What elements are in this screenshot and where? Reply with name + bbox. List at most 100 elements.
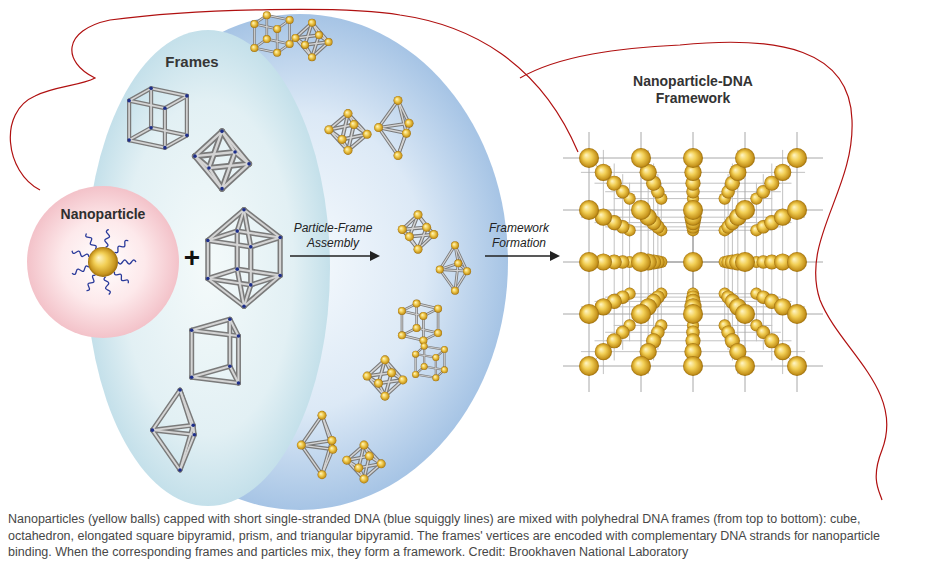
frame-rod-highlight (208, 210, 244, 241)
gold-nanoparticle (774, 343, 791, 360)
gold-nanoparticle (250, 44, 258, 52)
binding-strand (220, 187, 224, 191)
binding-strand (249, 245, 253, 249)
frame-rod-highlight (151, 88, 187, 96)
gold-nanoparticle (381, 355, 390, 364)
frame-rod (165, 96, 187, 108)
label-holder: Particle-Frame Assembly (287, 221, 379, 251)
frame-rod (180, 425, 193, 470)
frame-rod-highlight (237, 269, 244, 306)
arrow-head (550, 251, 560, 261)
frame-rod-highlight (301, 445, 332, 449)
bipyramid-frame (151, 388, 197, 472)
gold-nanoparticle (451, 241, 459, 249)
frame-rod (244, 276, 280, 307)
frame-rod-highlight (164, 108, 166, 147)
gold-nanoparticle (579, 304, 599, 324)
frame-rod-highlight (235, 152, 249, 164)
frame-rod (149, 88, 153, 127)
cluster-frame (250, 11, 293, 57)
gold-nanoparticle (286, 40, 294, 48)
frame-rod-highlight (180, 390, 193, 425)
binding-strand (220, 130, 224, 134)
nanoparticle-illustration (72, 230, 136, 295)
gold-nanoparticle (429, 230, 438, 239)
frame-rod-highlight (192, 377, 239, 383)
frame-rod-highlight (440, 270, 467, 272)
gold-nanoparticle (774, 164, 791, 181)
frame-rod-highlight (165, 96, 187, 108)
gold-nanoparticle (308, 53, 316, 61)
frame-rod (163, 108, 167, 147)
dna-strand (104, 277, 110, 295)
gold-nanoparticle (451, 287, 459, 295)
frame-rod (251, 237, 280, 246)
gold-nanoparticle (308, 19, 316, 27)
frame-rod (379, 100, 398, 127)
frame-rod (152, 430, 180, 470)
gold-nanoparticle (263, 11, 271, 19)
frame-rod-highlight (237, 210, 244, 231)
frame-rod-highlight (455, 263, 458, 290)
frame-rod-highlight (129, 140, 165, 148)
gold-nanoparticle (291, 34, 299, 42)
gold-nanoparticle (88, 247, 118, 277)
gold-nanoparticle (419, 312, 427, 320)
binding-strand (242, 208, 246, 212)
frame-rod-highlight (152, 430, 180, 470)
label-holder: Framework Formation (479, 221, 559, 251)
frame-rod (152, 430, 194, 435)
gold-nanoparticle (432, 354, 439, 361)
node-heading: Nanoparticle-DNA Framework (618, 73, 768, 107)
lattice-illustration (563, 132, 823, 392)
gold-nanoparticle (297, 441, 306, 450)
prism-frame (190, 317, 240, 384)
frame-rod (208, 240, 251, 246)
frame-rod-highlight (440, 245, 455, 269)
frame-rod (237, 269, 280, 275)
frame-rod-highlight (244, 276, 280, 307)
nanoparticle-circle: Nanoparticle (27, 186, 179, 338)
binding-strand (247, 162, 251, 166)
gold-nanoparticle (398, 331, 406, 339)
frame-rod (152, 390, 180, 430)
frame-rod (189, 330, 194, 377)
binding-strand (242, 304, 246, 308)
gold-nanoparticle (360, 441, 369, 450)
frame-rod (192, 366, 230, 377)
gold-nanoparticle (787, 304, 807, 324)
frame-rod-highlight (398, 123, 409, 155)
gold-nanoparticle (349, 120, 358, 129)
cluster-frame (291, 19, 332, 61)
frame-rod-highlight (208, 269, 237, 278)
node-label: Nanoparticle (61, 206, 146, 223)
binding-strand (237, 381, 241, 385)
gold-nanoparticle (273, 25, 281, 33)
binding-strand (193, 433, 197, 437)
frame-rod-highlight (379, 123, 410, 127)
gold-nanoparticle (787, 148, 807, 168)
frame-rod-highlight (192, 319, 230, 330)
gold-nanoparticle (394, 96, 403, 105)
dna-strand (72, 251, 89, 257)
binding-strand (228, 364, 232, 368)
dna-strand (105, 230, 110, 248)
gold-nanoparticle (787, 252, 807, 272)
binding-strand (190, 375, 194, 379)
gold-nanoparticle (414, 245, 423, 254)
gold-nanoparticle (631, 356, 651, 376)
gold-nanoparticle (421, 363, 428, 370)
process-arrow (290, 255, 371, 257)
binding-strand (185, 134, 189, 138)
gold-nanoparticle (394, 151, 403, 160)
binding-strand (193, 154, 197, 158)
binding-strand (127, 138, 131, 142)
binding-strand (149, 87, 153, 91)
gold-nanoparticle (398, 375, 407, 384)
binding-strand (178, 468, 182, 472)
binding-strand (235, 229, 239, 233)
frame-rod (230, 366, 239, 383)
gold-nanoparticle (441, 346, 448, 353)
gold-nanoparticle (735, 252, 755, 272)
frame-rod-highlight (165, 135, 187, 147)
